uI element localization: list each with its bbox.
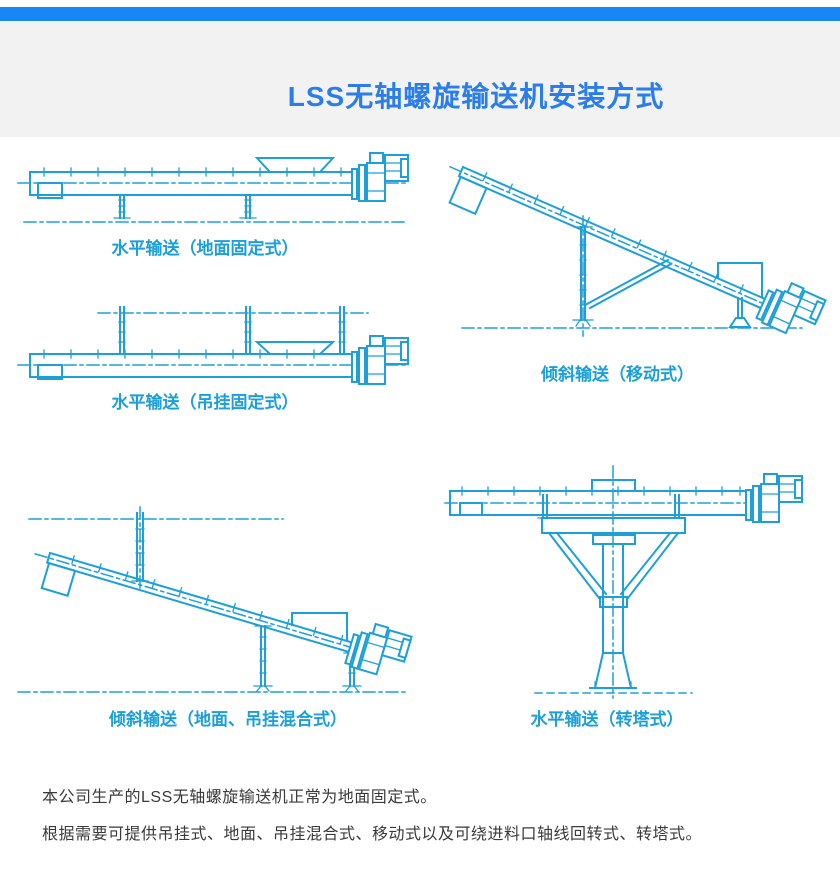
header-area: LSS无轴螺旋输送机安装方式: [0, 21, 840, 137]
figure-label: 水平输送（地面固定式）: [111, 239, 299, 258]
note-line-2: 根据需要可提供吊挂式、地面、吊挂混合式、移动式以及可绕进料口轴线回转式、转塔式。: [42, 826, 703, 843]
diagram-inclined-movable: [448, 165, 828, 344]
page-title: LSS无轴螺旋输送机安装方式: [287, 81, 665, 112]
figure-label: 倾斜输送（移动式）: [541, 365, 694, 384]
diagram-inclined-mixed: [17, 506, 414, 693]
diagram-horizontal-turret: [444, 465, 803, 699]
note-line-1: 本公司生产的LSS无轴螺旋输送机正常为地面固定式。: [42, 789, 437, 806]
figure-horizontal-ground-fixed: 水平输送（地面固定式）: [10, 148, 415, 258]
diagram-horizontal-ground-fixed: [17, 152, 409, 223]
diagram-horizontal-hanging-fixed: [17, 306, 409, 385]
figure-label: 水平输送（转塔式）: [530, 710, 684, 729]
figure-inclined-mixed: 倾斜输送（地面、吊挂混合式）: [10, 505, 446, 730]
figure-inclined-movable: 倾斜输送（移动式）: [430, 150, 835, 385]
figure-label: 水平输送（吊挂固定式）: [111, 393, 299, 412]
figure-horizontal-hanging-fixed: 水平输送（吊挂固定式）: [10, 298, 415, 413]
figure-label: 倾斜输送（地面、吊挂混合式）: [109, 710, 347, 729]
figure-horizontal-turret: 水平输送（转塔式）: [440, 460, 830, 730]
top-accent-band: [0, 7, 840, 21]
